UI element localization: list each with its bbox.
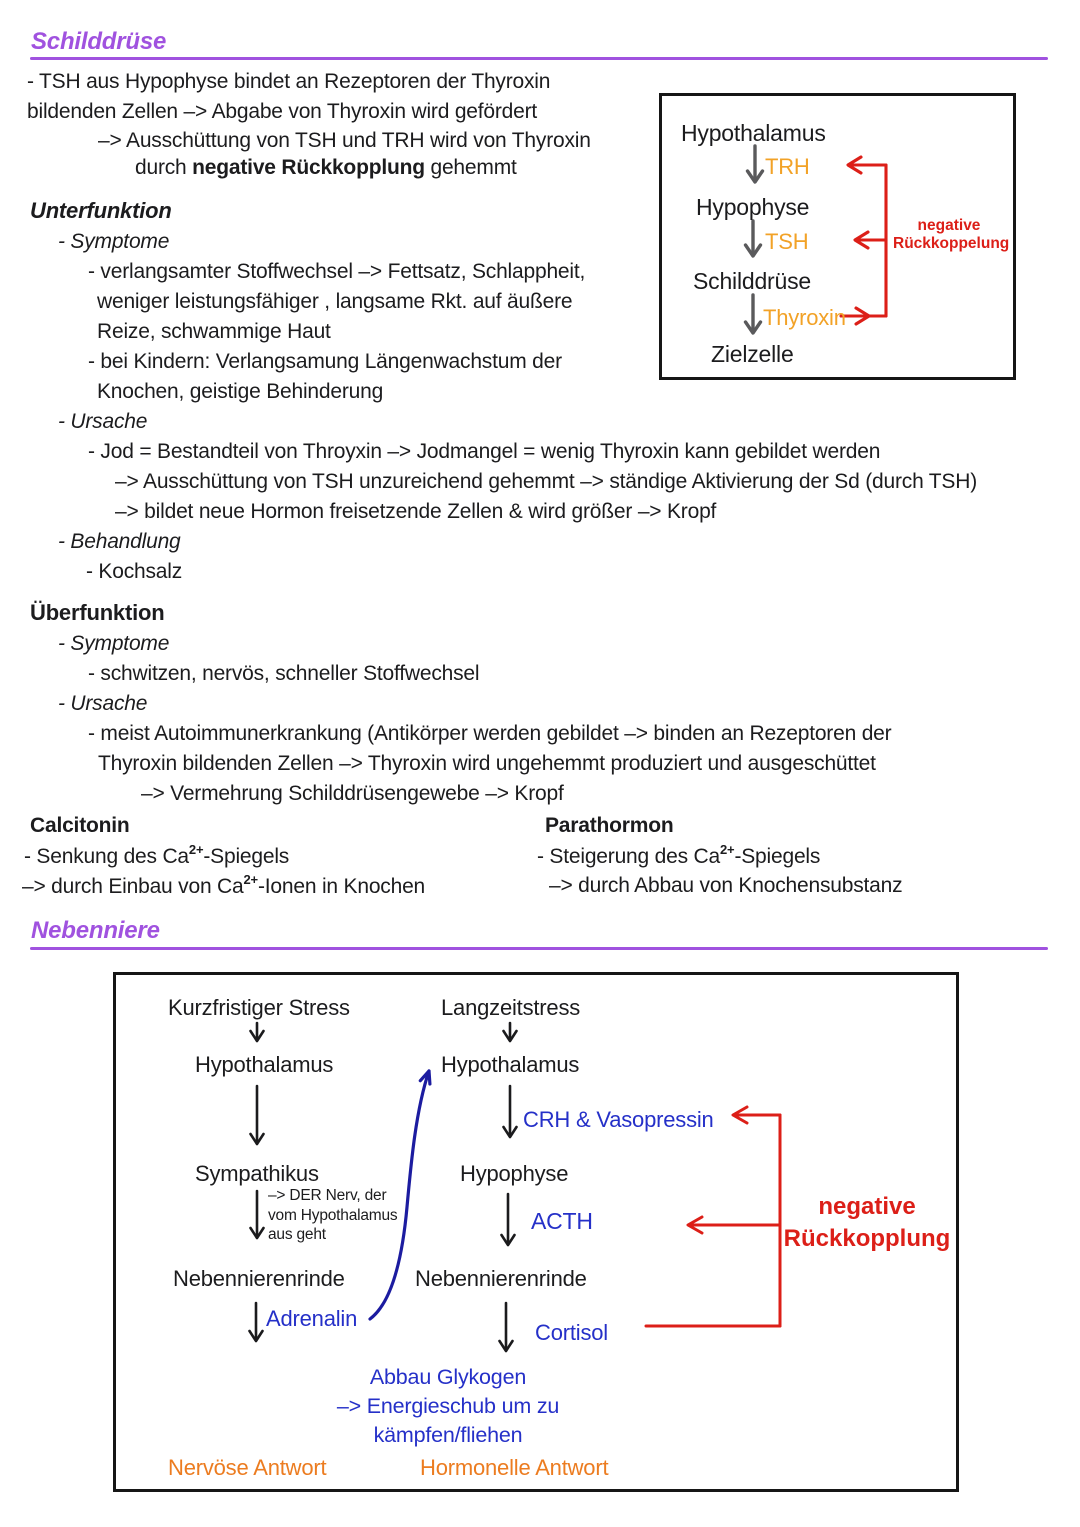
note-line: - Kochsalz bbox=[86, 560, 183, 583]
note-line: - TSH aus Hypophyse bindet an Rezeptoren… bbox=[27, 70, 551, 93]
note-line: durch negative Rückkopplung gehemmt bbox=[135, 156, 517, 179]
section-heading-schilddruese: Schilddrüse bbox=[31, 28, 167, 55]
note-line: Reize, schwammige Haut bbox=[97, 320, 331, 343]
note-line: - bei Kindern: Verlangsamung Längenwachs… bbox=[88, 350, 562, 373]
note-line: - Senkung des Ca2+-Spiegels bbox=[24, 842, 290, 868]
subheading-calcitonin: Calcitonin bbox=[30, 814, 130, 837]
node-zielzelle: Zielzelle bbox=[711, 341, 794, 367]
node-kurzfristiger-stress: Kurzfristiger Stress bbox=[168, 995, 350, 1020]
note-line: - Symptome bbox=[58, 632, 170, 655]
cortisol-effect: Abbau Glykogen –> Energieschub um zu käm… bbox=[336, 1365, 560, 1447]
note-line: - Steigerung des Ca2+-Spiegels bbox=[537, 842, 821, 868]
hormone-adrenalin: Adrenalin bbox=[266, 1306, 358, 1331]
note-line: - meist Autoimmunerkrankung (Antikörper … bbox=[88, 722, 892, 745]
node-hypophyse-right: Hypophyse bbox=[460, 1161, 569, 1186]
node-hypophyse: Hypophyse bbox=[696, 194, 810, 220]
section-heading-nebenniere: Nebenniere bbox=[31, 917, 160, 944]
subheading-unterfunktion: Unterfunktion bbox=[30, 198, 172, 223]
note-line: –> durch Einbau von Ca2+-Ionen in Knoche… bbox=[22, 872, 426, 898]
note-line: –> Ausschüttung von TSH und TRH wird von… bbox=[98, 129, 591, 152]
note-line: –> durch Abbau von Knochensubstanz bbox=[549, 874, 903, 897]
note-line: - schwitzen, nervös, schneller Stoffwech… bbox=[88, 662, 480, 685]
thyroid-diagram-arrows bbox=[743, 144, 888, 335]
down-arrows bbox=[248, 1021, 518, 1353]
hormone-crh-vasopressin: CRH & Vasopressin bbox=[523, 1107, 714, 1132]
hormone-tsh: TSH bbox=[765, 229, 809, 254]
node-nebennierenrinde-right: Nebennierenrinde bbox=[415, 1266, 587, 1291]
feedback-label: negative Rückkoppelung bbox=[893, 217, 1010, 252]
negative-feedback-arrows bbox=[839, 155, 888, 326]
hormone-trh: TRH bbox=[765, 154, 810, 179]
heading-underline bbox=[30, 947, 1048, 950]
node-nebennierenrinde-left: Nebennierenrinde bbox=[173, 1266, 345, 1291]
note-line: –> Ausschüttung von TSH unzureichend geh… bbox=[115, 470, 977, 493]
note-line: Thyroxin bildenden Zellen –> Thyroxin wi… bbox=[98, 752, 876, 775]
note-line: bildenden Zellen –> Abgabe von Thyroxin … bbox=[27, 100, 538, 123]
adrenalin-hypothalamus-curve bbox=[368, 1069, 432, 1321]
note-line: - Ursache bbox=[58, 692, 148, 715]
label-nervoese-antwort: Nervöse Antwort bbox=[168, 1455, 327, 1480]
superscript: 2+ bbox=[719, 842, 735, 857]
note-line: –> bildet neue Hormon freisetzende Zelle… bbox=[115, 500, 717, 523]
node-schilddruese: Schilddrüse bbox=[693, 268, 811, 294]
feedback-label: negative Rückkopplung bbox=[783, 1193, 951, 1252]
note-line: Knochen, geistige Behinderung bbox=[97, 380, 384, 403]
note-line: - Symptome bbox=[58, 230, 170, 253]
node-hypothalamus-right: Hypothalamus bbox=[441, 1052, 580, 1077]
node-hypothalamus-left: Hypothalamus bbox=[195, 1052, 334, 1077]
adrenal-diagram-arrows bbox=[248, 1021, 782, 1353]
superscript: 2+ bbox=[188, 842, 204, 857]
note-line: - Behandlung bbox=[58, 530, 181, 553]
note-line: - Jod = Bestandteil von Throyxin –> Jodm… bbox=[88, 440, 881, 463]
note-line: - verlangsamter Stoffwechsel –> Fettsatz… bbox=[88, 260, 586, 283]
bold-phrase: negative Rückkopplung bbox=[192, 156, 425, 179]
note-line: - Ursache bbox=[58, 410, 148, 433]
adrenal-stress-diagram: Kurzfristiger Stress Hypothalamus Sympat… bbox=[113, 972, 959, 1492]
hormone-thyroxin: Thyroxin bbox=[763, 305, 846, 330]
hormone-cortisol: Cortisol bbox=[535, 1320, 608, 1345]
heading-underline bbox=[30, 57, 1048, 60]
down-arrows bbox=[743, 144, 765, 335]
superscript: 2+ bbox=[243, 872, 259, 887]
node-langzeitstress: Langzeitstress bbox=[441, 995, 581, 1020]
node-hypothalamus: Hypothalamus bbox=[681, 120, 826, 146]
hormone-acth: ACTH bbox=[531, 1208, 593, 1234]
note-line: weniger leistungsfähiger , langsame Rkt.… bbox=[97, 290, 573, 313]
label-hormonelle-antwort: Hormonelle Antwort bbox=[420, 1455, 609, 1480]
negative-feedback-arrows bbox=[644, 1105, 782, 1328]
subheading-ueberfunktion: Überfunktion bbox=[30, 600, 165, 625]
thyroid-feedback-diagram: Hypothalamus TRH Hypophyse TSH Schilddrü… bbox=[659, 93, 1016, 380]
sympathikus-note: –> DER Nerv, der vom Hypothalamus aus ge… bbox=[268, 1187, 398, 1243]
note-line: –> Vermehrung Schilddrüsengewebe –> Krop… bbox=[141, 782, 564, 805]
subheading-parathormon: Parathormon bbox=[545, 814, 674, 837]
node-sympathikus: Sympathikus bbox=[195, 1161, 319, 1186]
